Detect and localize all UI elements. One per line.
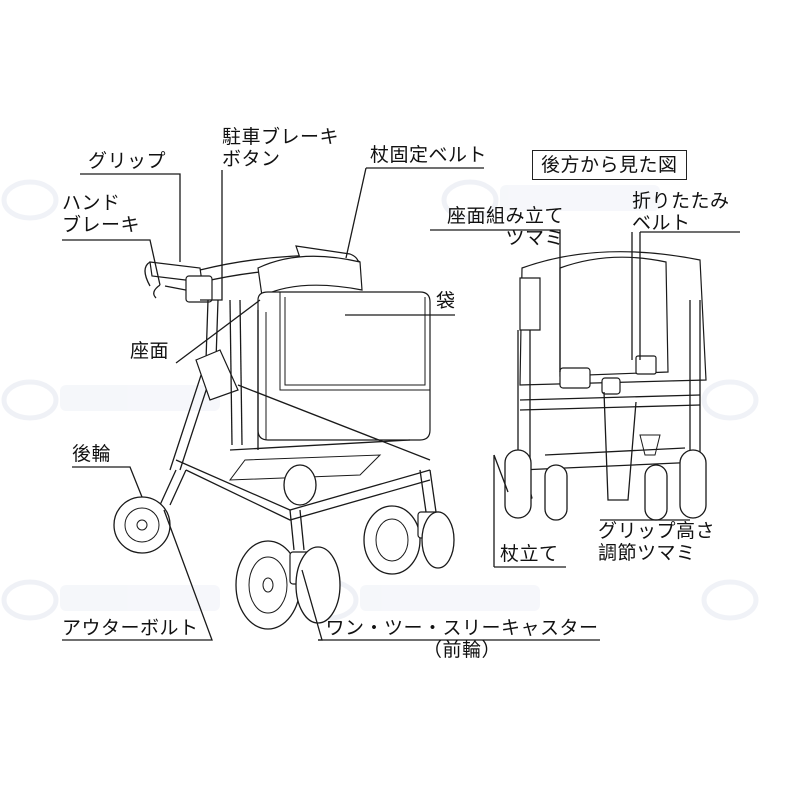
label-folding-belt-line1: 折りたたみ bbox=[632, 190, 730, 212]
label-seat: 座面 bbox=[130, 340, 170, 362]
label-outer-bolt: アウターボルト bbox=[62, 617, 199, 639]
walker-main bbox=[113, 245, 455, 630]
label-grip-height-knob-line2: 調節ツマミ bbox=[598, 542, 696, 565]
label-grip: グリップ bbox=[88, 150, 167, 172]
label-hand-brake-line2: ブレーキ bbox=[62, 214, 141, 237]
label-cane-belt: 杖固定ベルト bbox=[370, 144, 488, 166]
label-hand-brake-line1: ハンド bbox=[62, 192, 121, 214]
label-caster-line2: （前輪） bbox=[422, 639, 501, 662]
label-cane-stand: 杖立て bbox=[500, 543, 559, 565]
label-caster: ワン・ツー・スリーキャスター （前輪） bbox=[322, 617, 602, 662]
label-grip-height-knob-line1: グリップ高さ bbox=[598, 520, 716, 542]
label-bag: 袋 bbox=[436, 290, 456, 312]
label-grip-height-knob: グリップ高さ 調節ツマミ bbox=[598, 520, 715, 565]
label-seat-assembly-knob: 座面組み立て ツマミ bbox=[424, 205, 564, 250]
leader-lines bbox=[62, 167, 740, 641]
walker-rear-view bbox=[504, 251, 707, 521]
label-caster-line1: ワン・ツー・スリーキャスター bbox=[325, 617, 599, 639]
label-seat-assembly-knob-line1: 座面組み立て bbox=[446, 205, 564, 227]
label-parking-brake-button-line1: 駐車ブレーキ bbox=[222, 126, 340, 148]
label-hand-brake: ハンド ブレーキ bbox=[62, 192, 140, 237]
label-parking-brake-button-line2: ボタン bbox=[222, 148, 281, 171]
label-folding-belt-line2: ベルト bbox=[632, 212, 691, 235]
label-rear-view-title: 後方から見た図 bbox=[532, 150, 687, 181]
label-seat-assembly-knob-line2: ツマミ bbox=[505, 227, 564, 250]
watermark bbox=[1, 179, 759, 621]
label-folding-belt: 折りたたみ ベルト bbox=[632, 190, 730, 235]
label-rear-wheel: 後輪 bbox=[72, 443, 112, 465]
label-parking-brake-button: 駐車ブレーキ ボタン bbox=[222, 126, 339, 171]
